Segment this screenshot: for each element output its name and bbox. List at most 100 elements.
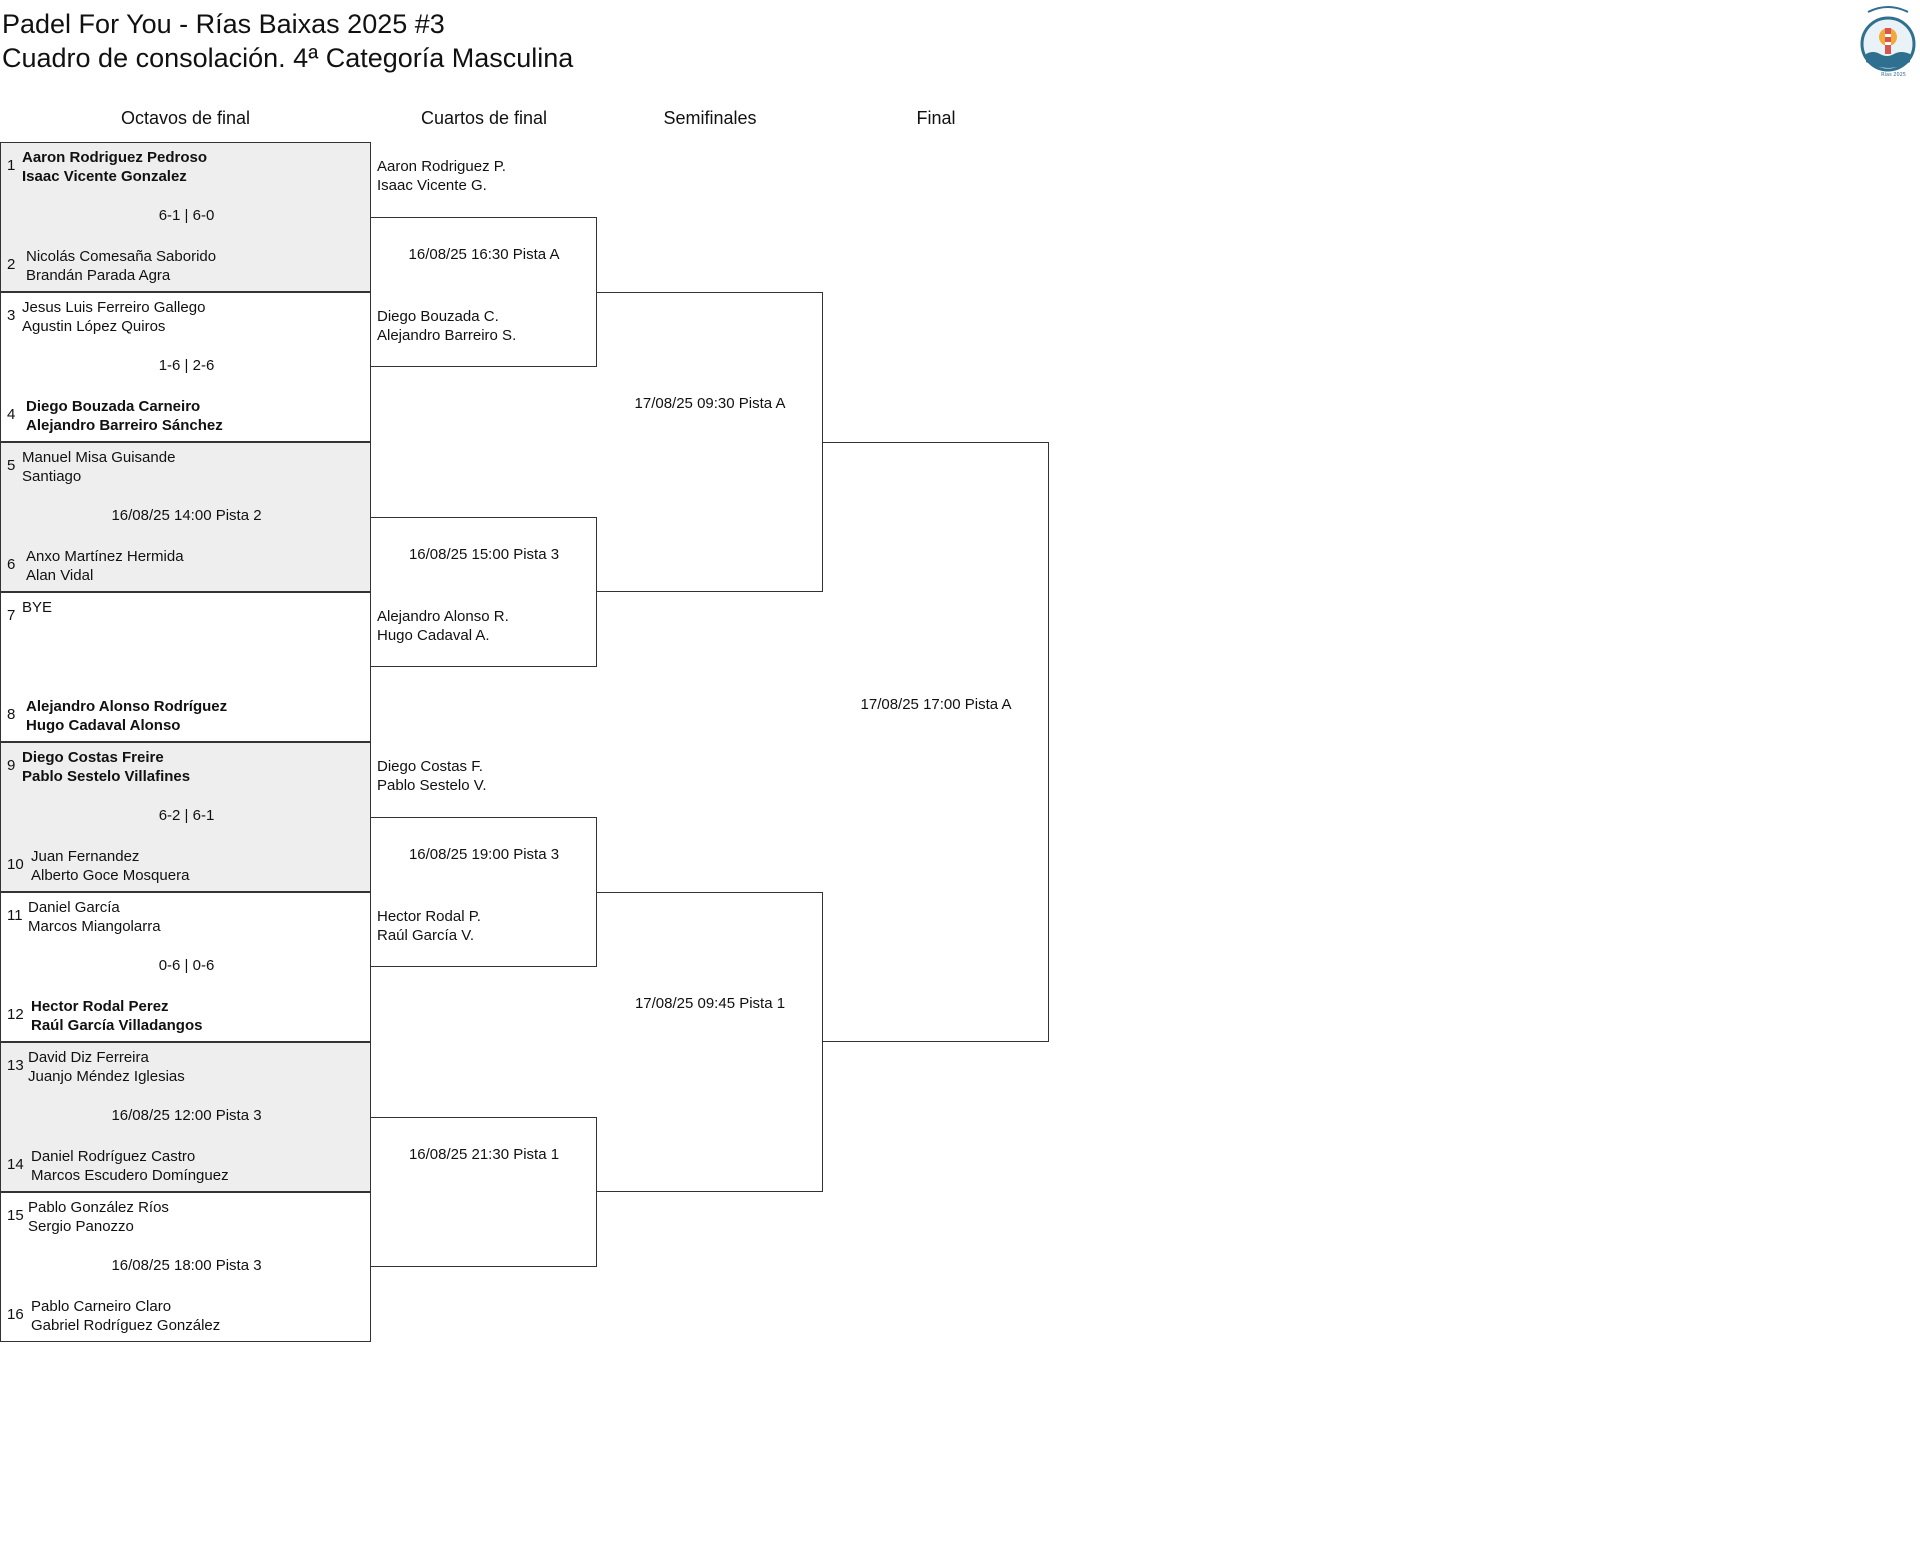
qf-team-top[interactable]: Diego Costas F.Pablo Sestelo V.: [377, 757, 487, 795]
match-info: 16/08/25 18:00 Pista 3: [111, 1257, 262, 1274]
round-header-final: Final: [916, 108, 956, 128]
match-info: 6-1 | 6-0: [158, 207, 215, 224]
qf-match-info: 16/08/25 21:30 Pista 1: [408, 1146, 560, 1163]
player-name: Gabriel Rodríguez González: [31, 1317, 221, 1334]
seed-number: 11: [7, 907, 23, 924]
qf-connector: [371, 1117, 597, 1267]
seed-number: 1: [7, 157, 16, 174]
padel-for-you-logo-icon: Rías 2025: [1860, 6, 1916, 78]
player-name: Alan Vidal: [26, 567, 94, 584]
qf-team-bottom[interactable]: Hector Rodal P.Raúl García V.: [377, 907, 481, 945]
player-name: Alejandro Alonso Rodríguez: [26, 698, 228, 715]
match-info: 1-6 | 2-6: [158, 357, 215, 374]
seed-number: 4: [7, 406, 16, 423]
seed-number: 13: [7, 1057, 24, 1074]
player-name: Alberto Goce Mosquera: [31, 867, 190, 884]
sf-connector: [597, 892, 823, 1192]
match-info: 0-6 | 0-6: [158, 957, 215, 974]
sf-connector: [597, 292, 823, 592]
match-info: 16/08/25 14:00 Pista 2: [111, 507, 262, 524]
player-name: Juanjo Méndez Iglesias: [28, 1068, 185, 1085]
qf-team-bottom[interactable]: Diego Bouzada C. Alejandro Barreiro S.: [377, 307, 516, 345]
match-info: 16/08/25 12:00 Pista 3: [111, 1107, 262, 1124]
qf-connector: [371, 517, 597, 667]
player-name: Anxo Martínez Hermida: [26, 548, 184, 565]
player-name: Pablo Carneiro Claro: [31, 1298, 172, 1315]
player-name: Sergio Panozzo: [28, 1218, 134, 1235]
seed-number: 2: [7, 256, 16, 273]
player-name: Nicolás Comesaña Saborido: [26, 248, 217, 265]
sf-match-info: 17/08/25 09:30 Pista A: [634, 395, 786, 412]
seed-number: 6: [7, 556, 16, 573]
sf-match-info: 17/08/25 09:45 Pista 1: [634, 995, 786, 1012]
player-name: Diego Bouzada Carneiro: [26, 398, 201, 415]
qf-match-info: 16/08/25 16:30 Pista A: [408, 246, 560, 263]
player-name: Hugo Cadaval Alonso: [26, 717, 181, 734]
player-name: Raúl García Villadangos: [31, 1017, 203, 1034]
seed-number: 15: [7, 1207, 24, 1224]
player-name: Raúl García V.: [377, 927, 474, 944]
qf-team-top[interactable]: Aaron Rodriguez P. Isaac Vicente G.: [377, 157, 506, 195]
qf-connector: [371, 217, 597, 367]
player-name: Alejandro Barreiro Sánchez: [26, 417, 223, 434]
match-info: 6-2 | 6-1: [158, 807, 215, 824]
player-name: Manuel Misa Guisande: [22, 449, 176, 466]
player-name: Marcos Miangolarra: [28, 918, 161, 935]
player-name: Daniel Rodríguez Castro: [31, 1148, 196, 1165]
player-name: Daniel García: [28, 899, 120, 916]
player-name: Pablo Sestelo V.: [377, 777, 487, 794]
final-match-info: 17/08/25 17:00 Pista A: [860, 696, 1012, 713]
seed-number: 7: [7, 607, 16, 624]
player-name: Alejandro Barreiro S.: [377, 327, 517, 344]
round-header-sf: Semifinales: [663, 108, 757, 128]
player-name: BYE: [22, 599, 53, 616]
player-name: Marcos Escudero Domínguez: [31, 1167, 229, 1184]
seed-number: 12: [7, 1006, 24, 1023]
player-name: Pablo González Ríos: [28, 1199, 169, 1216]
svg-text:Rías 2025: Rías 2025: [1881, 71, 1906, 78]
seed-number: 3: [7, 307, 16, 324]
player-name: Diego Bouzada C.: [377, 308, 499, 325]
qf-connector: [371, 817, 597, 967]
player-name: Jesus Luis Ferreiro Gallego: [22, 299, 206, 316]
seed-number: 10: [7, 856, 24, 873]
seed-number: 5: [7, 457, 16, 474]
team-entry[interactable]: BYE: [22, 598, 52, 617]
round-header-qf: Cuartos de final: [420, 108, 548, 128]
qf-match-info: 16/08/25 19:00 Pista 3: [408, 846, 560, 863]
seed-number: 14: [7, 1156, 24, 1173]
player-name: Aaron Rodriguez Pedroso: [22, 149, 208, 166]
seed-number: 8: [7, 706, 16, 723]
player-name: Aaron Rodriguez P.: [377, 158, 506, 175]
player-name: Santiago: [22, 468, 82, 485]
player-name: Diego Costas Freire: [22, 749, 164, 766]
qf-team-bottom[interactable]: Alejandro Alonso R.Hugo Cadaval A.: [377, 607, 509, 645]
seed-number: 16: [7, 1306, 24, 1323]
player-name: Isaac Vicente G.: [377, 177, 487, 194]
player-name: Hector Rodal Perez: [31, 998, 169, 1015]
qf-match-info: 16/08/25 15:00 Pista 3: [408, 546, 560, 563]
